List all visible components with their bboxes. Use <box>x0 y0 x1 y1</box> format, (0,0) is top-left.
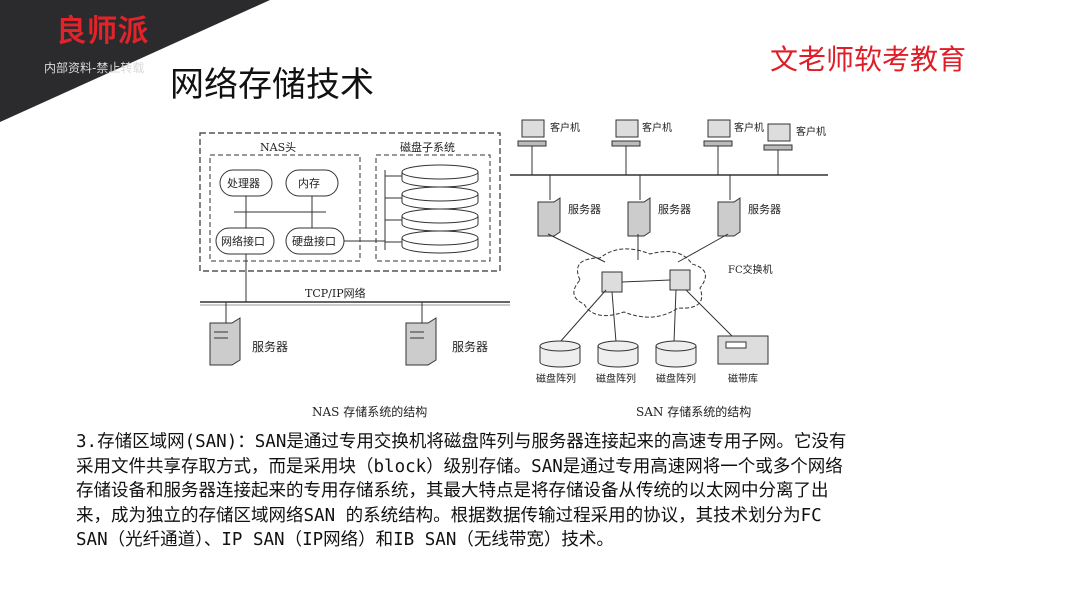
nas-outer-box <box>199 132 501 272</box>
server-icon <box>717 197 741 237</box>
text-line: 存储设备和服务器连接起来的专用存储系统，其最大特点是将存储设备从传统的以太网中分… <box>76 481 829 501</box>
disk-array-label: 磁盘阵列 <box>536 372 576 385</box>
tcpip-label: TCP/IP网络 <box>305 286 366 300</box>
client-label: 客户机 <box>734 121 764 134</box>
client-label: 客户机 <box>550 121 580 134</box>
nas-caption: NAS 存储系统的结构 <box>312 404 427 419</box>
disk-stack <box>385 164 479 254</box>
brand-logo: 良师派 <box>56 14 149 49</box>
server-icon <box>627 197 651 237</box>
server-icon <box>209 317 241 366</box>
client-label: 客户机 <box>796 125 826 138</box>
nas-diagram <box>199 132 510 366</box>
nas-server-label: 服务器 <box>252 339 288 354</box>
fc-switch-icon <box>669 269 691 291</box>
disk-array-icon <box>539 346 581 368</box>
disk-subsystem-label: 磁盘子系统 <box>400 140 455 154</box>
net-interface-label: 网络接口 <box>221 234 265 248</box>
san-caption: SAN 存储系统的结构 <box>636 404 751 419</box>
organization-name: 文老师软考教育 <box>770 43 967 76</box>
disk-subsystem-box <box>375 154 491 262</box>
client-icon <box>703 119 733 147</box>
disk-array-icon <box>655 346 697 368</box>
text-line: 来，成为独立的存储区域网络SAN 的系统结构。根据数据传输过程采用的协议，其技术… <box>76 505 822 526</box>
server-icon <box>537 197 561 237</box>
tape-library-icon <box>717 335 769 365</box>
text-line: SAN（光纤通道）、IP SAN（IP网络）和IB SAN（无线带宽）技术。 <box>76 530 614 550</box>
san-diagram <box>510 119 828 368</box>
san-server-label: 服务器 <box>748 203 781 216</box>
text-line: 采用文件共享存取方式，而是采用块（block）级别存储。SAN是通过专用高速网将… <box>76 456 843 477</box>
text-line: 3.存储区域网(SAN)：SAN是通过专用交换机将磁盘阵列与服务器连接起来的高速… <box>76 432 847 452</box>
client-icon <box>517 119 547 147</box>
disk-array-label: 磁盘阵列 <box>596 372 636 385</box>
corner-banner <box>0 0 270 122</box>
client-icon <box>611 119 641 147</box>
memory-label: 内存 <box>298 176 320 190</box>
fc-switch-label: FC交换机 <box>728 263 773 276</box>
san-server-label: 服务器 <box>658 203 691 216</box>
san-server-label: 服务器 <box>568 203 601 216</box>
tape-library-label: 磁带库 <box>728 372 758 385</box>
net-interface-node <box>215 227 275 255</box>
fc-switch-icon <box>601 271 623 293</box>
nas-head-label: NAS头 <box>260 141 296 154</box>
fc-switch-cloud <box>573 248 706 318</box>
server-icon <box>405 317 437 366</box>
client-icon <box>763 123 793 151</box>
nas-server-label: 服务器 <box>452 339 488 354</box>
watermark-text: 内部资料-禁止转载 <box>44 61 145 75</box>
disk-array-icon <box>597 346 639 368</box>
cpu-label: 处理器 <box>227 177 260 190</box>
nas-head-box <box>209 154 361 262</box>
disk-array-label: 磁盘阵列 <box>656 372 696 385</box>
client-label: 客户机 <box>642 121 672 134</box>
storage-diagram: NAS头 磁盘子系统 处理器 内存 网络接口 硬盘接口 TCP/IP网络 服务器… <box>199 119 828 419</box>
slide-title: 网络存储技术 <box>170 65 374 105</box>
disk-interface-label: 硬盘接口 <box>292 234 336 248</box>
description-text: 3.存储区域网(SAN)：SAN是通过专用交换机将磁盘阵列与服务器连接起来的高速… <box>76 430 976 553</box>
